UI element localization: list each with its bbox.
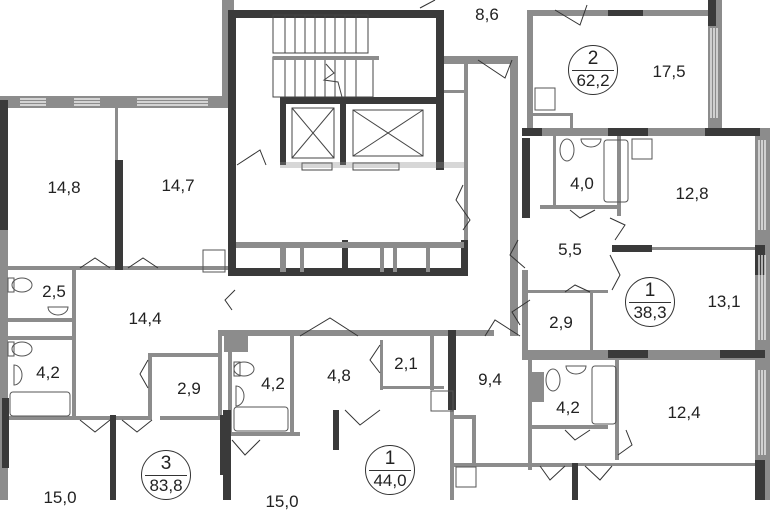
- staircase-icon: [272, 14, 374, 98]
- apartment-badge: 3 83,8: [141, 450, 191, 500]
- bathtub-icon: [9, 139, 629, 432]
- room-area-label: 2,5: [42, 282, 66, 301]
- apartment-badge: 1 38,3: [625, 277, 675, 327]
- sink-icon: [13, 87, 653, 488]
- apartment-total-area: 62,2: [576, 71, 610, 90]
- room-area-label: 4,2: [556, 398, 580, 417]
- apartment-total-area: 38,3: [633, 303, 667, 322]
- room-area-label: 14,4: [128, 309, 162, 328]
- room-area-label: 5,5: [558, 240, 582, 259]
- apartment-room-count: 1: [644, 280, 656, 301]
- room-area-label: 4,8: [327, 366, 351, 385]
- room-area-label: 12,8: [675, 184, 709, 203]
- room-area-label: 13,1: [707, 292, 741, 311]
- core-lower-bay: [236, 242, 464, 272]
- apartment-badge: 2 62,2: [568, 45, 618, 95]
- room-area-label: 4,2: [36, 363, 60, 382]
- room-area-label: 15,0: [43, 488, 77, 507]
- elevator-threshold: [280, 162, 464, 168]
- room-area-label: 2,9: [549, 313, 573, 332]
- apartment-room-count: 1: [384, 448, 396, 469]
- apartment-room-count: 2: [587, 48, 599, 69]
- apartment-room-count: 3: [160, 453, 172, 474]
- room-area-label: 4,2: [261, 374, 285, 393]
- bearing-walls: [0, 0, 765, 500]
- apartment-total-area: 83,8: [149, 476, 183, 495]
- windows: [20, 28, 766, 455]
- room-area-label: 14,8: [47, 178, 81, 197]
- door-swings: [79, 0, 633, 481]
- room-area-label: 12,4: [667, 403, 701, 422]
- stair-landing: [273, 56, 379, 60]
- room-area-label: 8,6: [475, 5, 499, 24]
- room-area-label: 14,7: [161, 176, 195, 195]
- room-area-label: 2,9: [177, 379, 201, 398]
- apartment-badge: 1 44,0: [365, 445, 415, 495]
- room-area-label: 2,1: [394, 354, 418, 373]
- apartment-total-area: 44,0: [373, 471, 407, 490]
- room-area-label: 9,4: [478, 370, 502, 389]
- floor-plan: [0, 0, 770, 500]
- room-area-label: 4,0: [570, 174, 594, 193]
- elevator-icon: [291, 107, 424, 171]
- toilet-icon: [7, 138, 575, 392]
- room-area-label: 15,0: [265, 492, 299, 511]
- room-area-label: 17,5: [652, 62, 686, 81]
